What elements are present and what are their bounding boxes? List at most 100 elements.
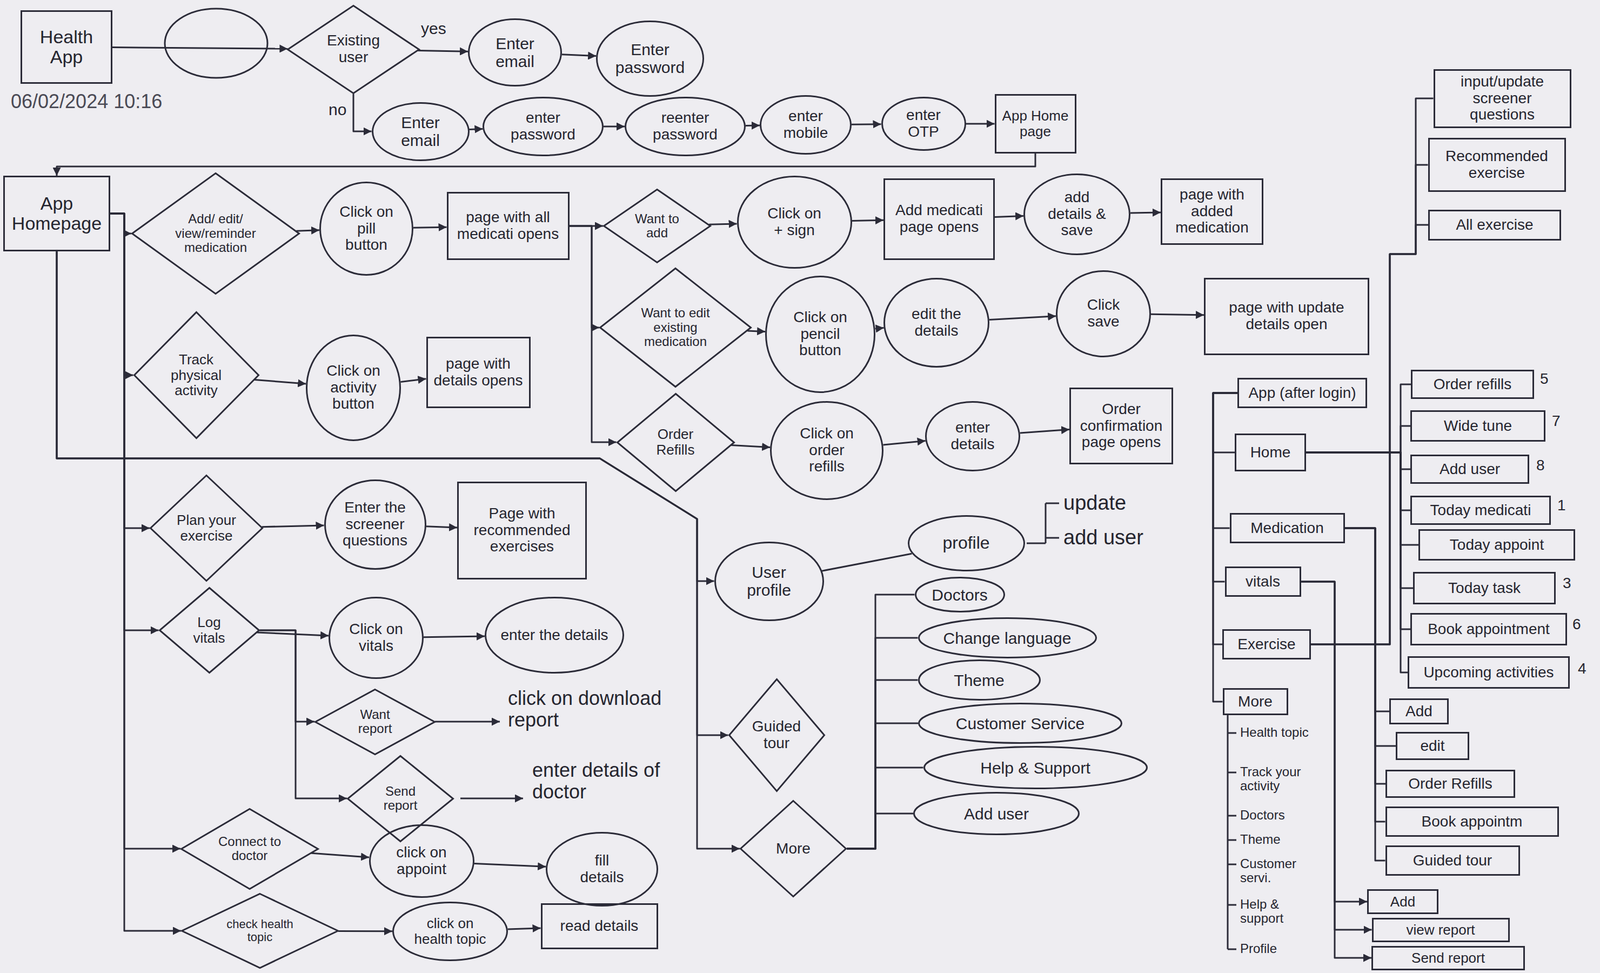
connector xyxy=(603,125,625,128)
process-box: Add xyxy=(1367,888,1439,914)
action-oval: Enter email xyxy=(467,18,562,87)
node-label: Doctors xyxy=(931,585,988,604)
connector xyxy=(400,378,427,383)
node-text-group: Enter the screener questions xyxy=(339,499,411,550)
connector xyxy=(56,251,715,581)
node-text-group: User profile xyxy=(736,563,802,599)
node-label: check health topic xyxy=(219,917,301,944)
node-label: Book appointm xyxy=(1421,813,1523,830)
connector xyxy=(1306,452,1411,629)
process-box: Page with recommended exercises xyxy=(457,481,587,580)
action-oval: User profile xyxy=(714,541,825,621)
connector xyxy=(1310,98,1434,645)
node-outline-shape xyxy=(288,5,420,93)
node-text-group: enter OTP xyxy=(899,106,948,141)
node-label: Add medicati page opens xyxy=(890,202,988,236)
connector xyxy=(1344,527,1386,861)
node-label: edit xyxy=(1420,737,1445,755)
connector xyxy=(1344,527,1397,746)
more-list-rail xyxy=(1227,714,1237,949)
node-text-group: Want to add xyxy=(632,211,682,241)
process-box: All exercise xyxy=(1428,209,1562,241)
node-label: Health App xyxy=(25,27,107,68)
node-label: page with added medication xyxy=(1166,186,1258,237)
node-text-group: Enter password xyxy=(609,40,691,77)
node-outline-shape xyxy=(597,21,704,96)
process-box: Order confirmation page opens xyxy=(1069,387,1174,465)
process-box: Today task xyxy=(1413,571,1556,605)
node-text-group: Page with recommended exercises xyxy=(465,505,579,555)
node-text-group: More xyxy=(1237,693,1273,711)
action-oval: Theme xyxy=(918,659,1041,701)
node-label: Click on activity button xyxy=(323,362,384,413)
process-box: Add medicati page opens xyxy=(883,178,995,260)
node-label: More xyxy=(775,840,811,858)
callout-number: 7 xyxy=(1551,412,1561,430)
node-outline-shape xyxy=(771,401,883,499)
callout-number: 3 xyxy=(1562,574,1572,592)
process-box: Add xyxy=(1389,698,1449,725)
node-label: Enter email xyxy=(390,113,451,150)
node-outline-shape xyxy=(714,541,823,620)
node-label: Home xyxy=(1250,444,1291,461)
decision-diamond: More xyxy=(739,799,847,897)
connector xyxy=(1310,164,1429,645)
node-text-group: Upcoming activities xyxy=(1423,664,1554,681)
node-label: Recommended exercise xyxy=(1434,148,1559,182)
node-label: Send report xyxy=(376,784,425,813)
node-text-group: Order refills xyxy=(1433,376,1512,393)
node-text-group: enter mobile xyxy=(775,108,836,142)
node-text-group: Track physical activity xyxy=(163,351,229,399)
menu-item-text: Track your activity xyxy=(1240,764,1311,794)
node-label: Order refills xyxy=(1433,376,1512,393)
connector xyxy=(110,213,132,234)
node-text-group: Guided tour xyxy=(749,718,804,752)
node-label: User profile xyxy=(736,563,802,599)
node-label: fill details xyxy=(574,852,629,886)
node-label: Page with recommended exercises xyxy=(465,505,579,555)
node-text-group: Send report xyxy=(1411,949,1485,966)
process-box: Upcoming activities xyxy=(1407,655,1570,689)
node-text-group: Send report xyxy=(376,784,425,813)
node-label: Want to add xyxy=(632,211,682,241)
action-oval: Enter email xyxy=(371,102,470,162)
connector xyxy=(425,526,458,528)
node-text-group: Connect to doctor xyxy=(214,834,285,863)
process-box: input/update screener questions xyxy=(1433,69,1572,129)
connector xyxy=(745,124,760,127)
node-label: Enter password xyxy=(609,40,691,77)
node-outline-shape xyxy=(884,278,989,367)
process-box: App (after login) xyxy=(1237,377,1368,408)
node-text-group: Enter email xyxy=(482,34,548,71)
node-label: App Homepage xyxy=(10,193,103,234)
node-outline-shape xyxy=(469,19,562,86)
node-label: Enter the screener questions xyxy=(339,499,411,550)
decision-diamond: Want to add xyxy=(603,188,712,264)
node-text-group: Click on order refills xyxy=(794,425,860,475)
node-label: Theme xyxy=(953,671,1004,689)
connector xyxy=(846,679,919,849)
node-label: Order Refills xyxy=(643,426,708,458)
node-text-group: reenter password xyxy=(644,109,726,144)
connector xyxy=(110,213,134,376)
process-box: More xyxy=(1222,687,1289,715)
connector xyxy=(110,213,159,631)
node-outline-shape xyxy=(915,577,1004,612)
node-text-group: App Home page xyxy=(1000,108,1071,139)
node-text-group: page with update details open xyxy=(1216,299,1357,333)
process-box: vitals xyxy=(1224,566,1302,597)
leader-arrow xyxy=(460,797,524,800)
node-label: Existing user xyxy=(320,32,386,66)
node-label: Exercise xyxy=(1237,636,1296,653)
node-label: enter mobile xyxy=(775,108,836,142)
node-label: Track physical activity xyxy=(163,351,229,399)
node-outline-shape xyxy=(132,173,300,294)
menu-item-text: Health topic xyxy=(1240,725,1309,740)
node-label: Today medicati xyxy=(1430,501,1532,519)
callout-number: 1 xyxy=(1557,497,1566,514)
edge-label: no xyxy=(326,100,349,119)
node-label: Click on pencil button xyxy=(787,309,853,359)
action-oval: Click on vitals xyxy=(328,596,424,679)
node-text-group: enter details xyxy=(942,419,1003,453)
node-label: Connect to doctor xyxy=(214,834,285,863)
